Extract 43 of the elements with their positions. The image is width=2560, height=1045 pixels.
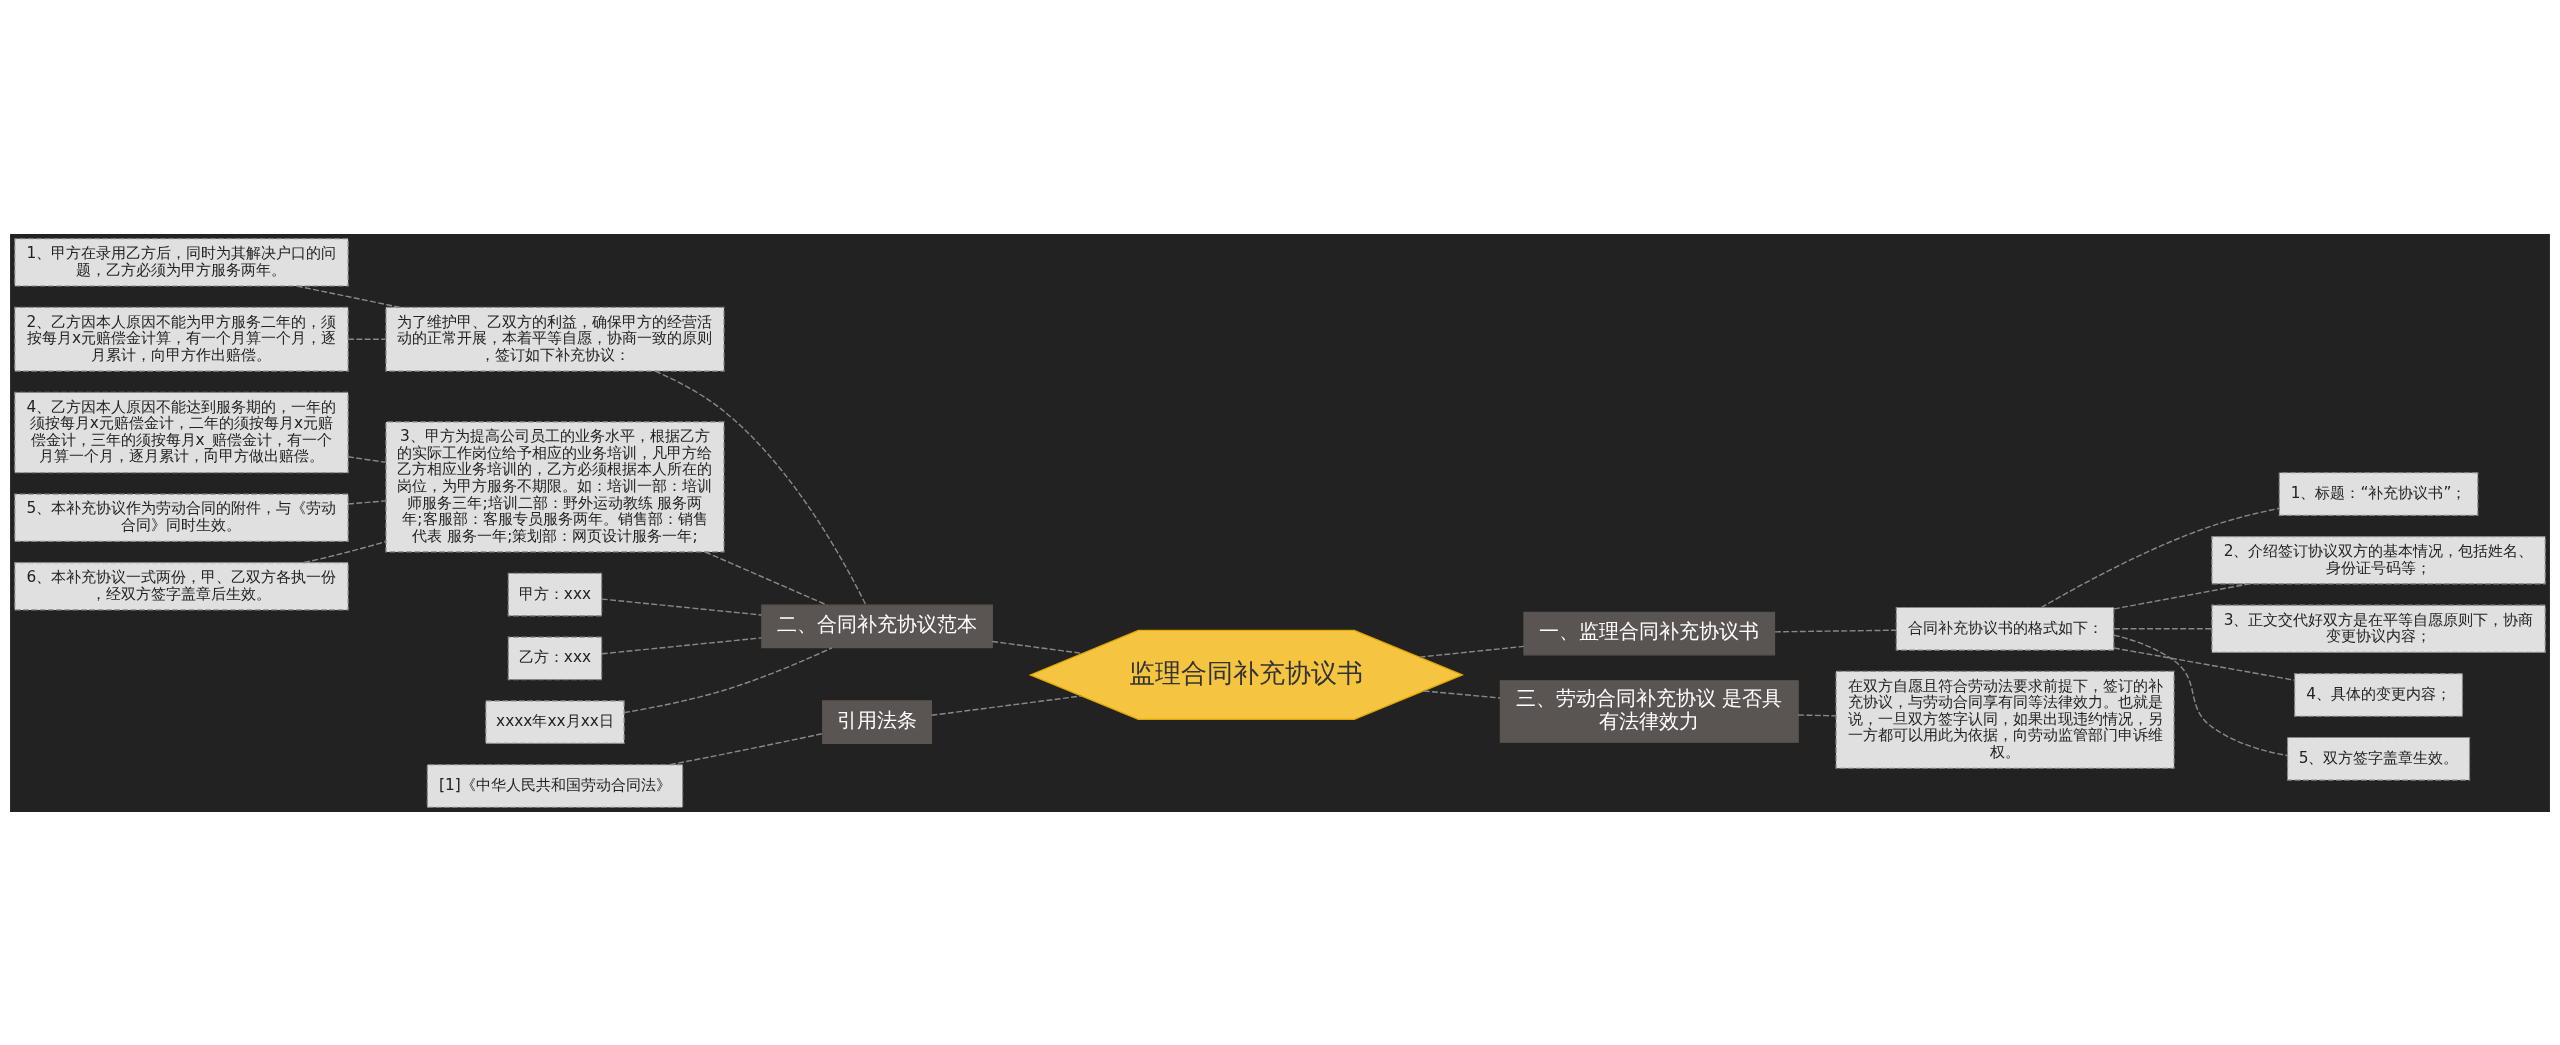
connector bbox=[654, 369, 867, 606]
connector bbox=[303, 540, 387, 563]
connector bbox=[991, 640, 1083, 654]
node-box: 在双方自愿且符合劳动法要求前提下，签订的补充协议，与劳动合同享有同等法律效力。也就是说，一旦双方签字认同，如果出现违约情况，另一方都可以用此为依据，向劳动监管部门申诉维权。 bbox=[1835, 670, 2175, 769]
node-box: 4、乙方因本人原因不能达到服务期的，一年的须按每月x元赔偿金计，二年的须按每月x元赔偿金计，三年的须按每月x_赔偿金计，有一个月算一个月，逐月累计，向甲方做出赔偿。 bbox=[14, 391, 349, 473]
node-box: xxxx年xx月xx日 bbox=[485, 699, 625, 744]
connector bbox=[2040, 507, 2280, 608]
connector bbox=[1797, 713, 1837, 717]
connector bbox=[2113, 633, 2288, 756]
connector bbox=[2113, 646, 2296, 681]
connector bbox=[601, 597, 763, 616]
connector bbox=[704, 550, 828, 606]
node-box: 1、标题：“补充协议书”； bbox=[2278, 471, 2479, 516]
node-box: 3、甲方为提高公司员工的业务水平，根据乙方的实际工作岗位给予相应的业务培训，凡甲方给乙方相应业务培训的，乙方必须根据本人所在的岗位，为甲方服务不期限。如：培训一部：培训师服务三年;培训二部：野外运动教练 服务两年;客服部：客服专员服务两年。销售部：销售代表 服务一年;策划部：网页设计服务一年; bbox=[385, 420, 725, 553]
connector bbox=[1774, 629, 1897, 633]
connector bbox=[669, 732, 824, 765]
connector bbox=[347, 499, 387, 505]
node-box: 乙方：xxx bbox=[507, 635, 603, 680]
connector bbox=[601, 636, 763, 654]
connector bbox=[2113, 582, 2250, 610]
connector bbox=[623, 646, 833, 713]
node-box: 3、正文交代好双方是在平等自愿原则下，协商变更协议内容； bbox=[2211, 604, 2546, 653]
node-box: 三、劳动合同补充协议 是否具有法律效力 bbox=[1499, 679, 1799, 743]
node-box: 引用法条 bbox=[822, 699, 932, 744]
node-box: 一、监理合同补充协议书 bbox=[1523, 611, 1776, 655]
node-box: [1]《中华人民共和国劳动合同法》 bbox=[426, 763, 684, 808]
connector bbox=[347, 338, 387, 340]
node-box: 二、合同补充协议范本 bbox=[761, 604, 993, 648]
node-box: 甲方：xxx bbox=[507, 572, 603, 616]
node-box: 5、本补充协议作为劳动合同的附件，与《劳动合同》同时生效。 bbox=[14, 492, 349, 542]
connector bbox=[1423, 689, 1501, 699]
node-box: 4、具体的变更内容； bbox=[2294, 672, 2464, 717]
connector bbox=[347, 455, 387, 463]
node-box: 1、甲方在录用乙方后，同时为其解决户口的问题，乙方必须为甲方服务两年。 bbox=[14, 237, 349, 287]
node-box: 合同补充协议书的格式如下： bbox=[1895, 606, 2115, 651]
node-box: 2、介绍签订协议双方的基本情况，包括姓名、身份证号码等； bbox=[2211, 535, 2546, 584]
node-box: 为了维护甲、乙双方的利益，确保甲方的经营活动的正常开展，本着平等自愿，协商一致的原则，签订如下补充协议： bbox=[385, 306, 725, 372]
node-box: 5、双方签字盖章生效。 bbox=[2286, 736, 2471, 781]
node-box: 6、本补充协议一式两份，甲、乙双方各执一份，经双方签字盖章后生效。 bbox=[14, 561, 349, 610]
connector bbox=[1419, 645, 1525, 658]
connector bbox=[2113, 627, 2213, 629]
node-box: 2、乙方因本人原因不能为甲方服务二年的，须按每月x元赔偿金计算，有一个月算一个月，逐月累计，向甲方作出赔偿。 bbox=[14, 306, 349, 372]
connector bbox=[930, 694, 1082, 716]
